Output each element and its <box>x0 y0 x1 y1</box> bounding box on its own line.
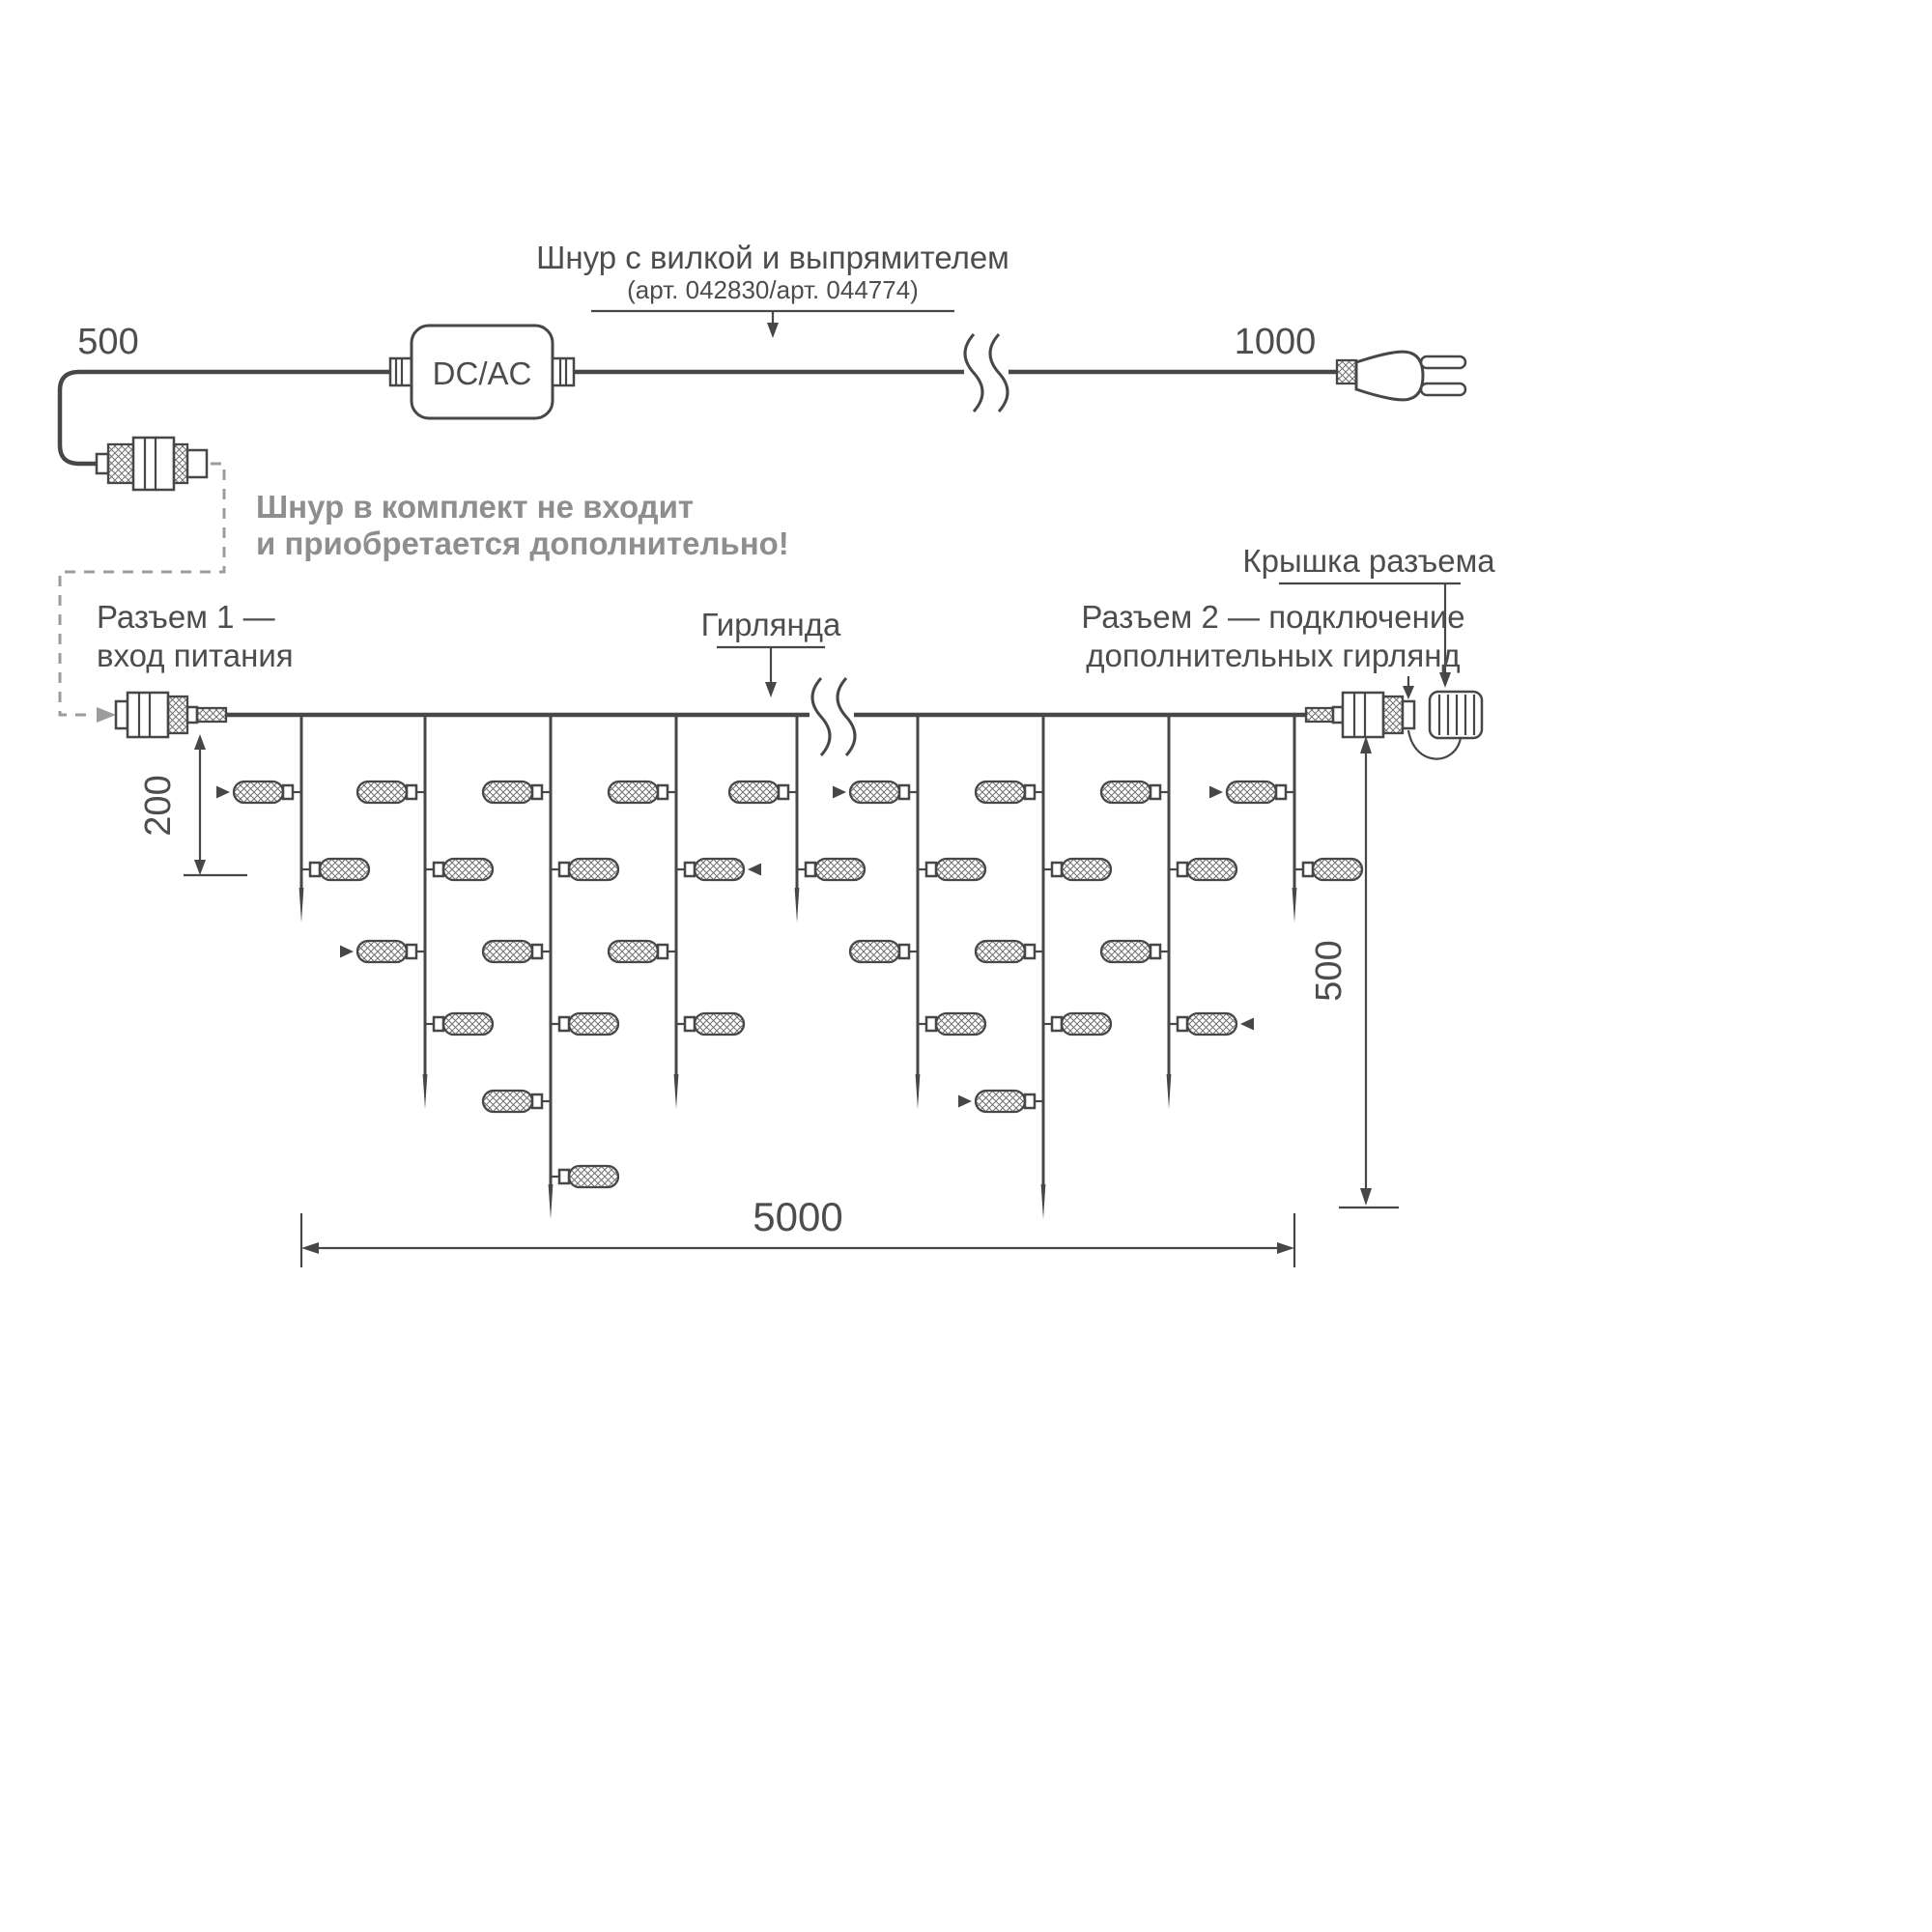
cap-label-callout: Крышка разъема <box>1242 543 1495 688</box>
note-line-1: Шнур в комплект не входит <box>256 489 694 525</box>
cap-label: Крышка разъема <box>1242 543 1495 579</box>
plug-body <box>1354 350 1425 402</box>
garland-drop <box>216 717 371 923</box>
led-bulb <box>1041 1011 1113 1037</box>
garland-drop <box>727 717 867 923</box>
led-bulb <box>1167 1011 1238 1037</box>
led-bulb <box>549 1011 620 1037</box>
led-bulb <box>974 780 1045 805</box>
led-bulb <box>549 1164 620 1189</box>
led-bulb <box>727 780 799 805</box>
led-bulb <box>299 857 371 882</box>
connector1-label-line2: вход питания <box>97 638 294 673</box>
led-bulb <box>916 857 987 882</box>
led-bulb <box>232 780 303 805</box>
connector2-arrowhead-icon <box>1403 686 1414 699</box>
garland-label: Гирлянда <box>701 607 841 642</box>
led-bulb <box>1167 857 1238 882</box>
cord-title: Шнур с вилкой и выпрямителем <box>536 240 1009 275</box>
cord-dim-1000-label: 1000 <box>1235 322 1317 362</box>
connector1-label: Разъем 1 — вход питания <box>97 599 294 673</box>
led-bulb <box>355 939 427 964</box>
cord-title-arrowhead-icon <box>767 323 779 338</box>
dimension-200: 200 <box>138 734 247 877</box>
cord-title-callout: Шнур с вилкой и выпрямителем (арт. 04283… <box>536 240 1009 338</box>
garland-assembly <box>114 676 1484 1219</box>
bulb-pointer-icon <box>340 945 354 958</box>
cable-break-icon <box>963 332 1009 413</box>
garland-label-arrowhead-icon <box>765 682 777 697</box>
dimension-500: 500 <box>1309 736 1399 1209</box>
bulb-pointer-icon <box>833 785 846 799</box>
dim-200-label: 200 <box>138 775 179 836</box>
garland-connector-1 <box>114 691 228 739</box>
led-bulb <box>1293 857 1364 882</box>
garland-label-callout: Гирлянда <box>701 607 841 697</box>
garland-drop <box>958 717 1113 1219</box>
dim-5000-label: 5000 <box>753 1194 842 1239</box>
plug-pin <box>1419 355 1467 370</box>
bulb-pointer-icon <box>958 1094 972 1108</box>
bulb-pointer-icon <box>1240 1017 1254 1031</box>
led-bulb <box>674 857 746 882</box>
led-bulb <box>1099 780 1171 805</box>
connector-cap <box>1406 690 1484 760</box>
plug-pin <box>1419 382 1467 397</box>
connector2-label-line1: Разъем 2 — подключение <box>1081 599 1464 635</box>
led-bulb <box>355 780 427 805</box>
led-bulb <box>549 857 620 882</box>
garland-connector-2 <box>1304 691 1416 739</box>
cord-note: Шнур в комплект не входит и приобретаетс… <box>256 489 789 561</box>
garland-drop <box>1099 717 1254 1109</box>
garland-break-icon <box>810 676 857 757</box>
cord-subtitle: (арт. 042830/арт. 044774) <box>627 275 919 304</box>
dashed-arrowhead-icon <box>97 707 116 723</box>
led-bulb <box>423 857 495 882</box>
connector2-label-line2: дополнительных гирлянд <box>1086 638 1460 673</box>
led-bulb <box>974 1089 1045 1114</box>
led-bulb <box>607 780 678 805</box>
power-cord-assembly: 500 1000 Шнур с вилкой и выпрямителем (а… <box>57 240 1467 492</box>
dimension-5000: 5000 <box>299 1194 1296 1267</box>
dim-500-label: 500 <box>1309 940 1350 1001</box>
garland-drop <box>607 717 761 1109</box>
led-bulb <box>1041 857 1113 882</box>
note-line-2: и приобретается дополнительно! <box>256 526 789 561</box>
plug-strain-relief <box>1335 358 1358 385</box>
cord-output-connector <box>95 436 209 492</box>
led-bulb <box>481 1089 553 1114</box>
garland-drop <box>481 717 620 1219</box>
cap-leash <box>1406 729 1463 760</box>
led-bulb <box>848 780 920 805</box>
dashed-connection-path <box>58 462 226 723</box>
led-bulb <box>795 857 867 882</box>
bulb-pointer-icon <box>1209 785 1223 799</box>
led-bulb <box>607 939 678 964</box>
garland-drop <box>1209 717 1364 923</box>
led-bulb <box>481 939 553 964</box>
dc-ac-converter: DC/AC <box>388 324 576 420</box>
connector2-label: Разъем 2 — подключение дополнительных ги… <box>1081 599 1465 699</box>
bulb-pointer-icon <box>216 785 230 799</box>
led-bulb <box>848 939 920 964</box>
led-bulb <box>481 780 553 805</box>
bulb-pointer-icon <box>748 863 761 876</box>
converter-label: DC/AC <box>433 355 532 391</box>
power-plug-icon <box>1335 350 1467 402</box>
led-bulb <box>674 1011 746 1037</box>
cord-left-wire <box>57 369 390 467</box>
garland-drop <box>833 717 987 1109</box>
converter-right-terminal <box>551 356 576 387</box>
led-bulb <box>423 1011 495 1037</box>
led-bulb <box>916 1011 987 1037</box>
cap-label-arrowhead-icon <box>1439 672 1451 688</box>
connector1-label-line1: Разъем 1 — <box>97 599 275 635</box>
led-bulb <box>974 939 1045 964</box>
garland-drop <box>340 717 495 1109</box>
cord-dim-500-label: 500 <box>77 322 138 362</box>
led-bulb <box>1225 780 1296 805</box>
led-bulb <box>1099 939 1171 964</box>
